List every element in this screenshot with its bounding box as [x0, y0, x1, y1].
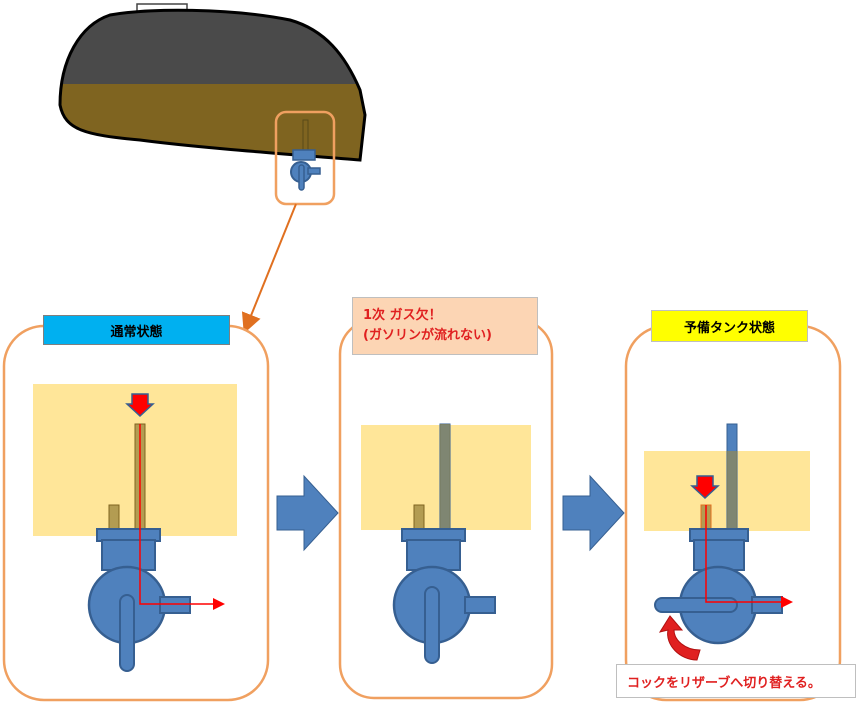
flow-in-arrow-normal	[125, 393, 155, 418]
panel-reserve	[624, 324, 842, 702]
panel-empty	[338, 318, 554, 700]
fuel-tank	[58, 3, 367, 206]
transition-arrow-1	[276, 474, 339, 552]
panel-empty-title-line2: (ガソリンが流れない)	[363, 328, 492, 343]
panel-empty-title-line1: 1次 ガス欠！	[363, 308, 442, 323]
flow-path-normal	[139, 424, 225, 610]
panel-normal	[2, 324, 270, 702]
flow-in-arrow-reserve	[690, 475, 720, 500]
lever-rotation-arrow	[658, 615, 701, 661]
transition-arrow-2	[562, 474, 625, 552]
panel-reserve-title-text: 予備タンク状態	[683, 320, 775, 336]
flow-path-reserve	[705, 505, 793, 608]
cock-lever-reserve	[654, 597, 738, 613]
cock-lever-normal	[119, 594, 135, 672]
panel-reserve-title: 予備タンク状態	[651, 310, 808, 342]
cock-lever-empty	[424, 586, 440, 664]
zoom-callout-arrow	[241, 203, 297, 334]
tank-fuel	[60, 84, 365, 160]
tank-cock-highlight	[274, 110, 336, 206]
panel-empty-title: 1次 ガス欠！ (ガソリンが流れない)	[352, 297, 538, 355]
switch-to-reserve-note: コックをリザーブへ切り替える。	[616, 664, 856, 698]
panel-normal-title-text: 通常状態	[110, 324, 163, 340]
panel-normal-title: 通常状態	[43, 315, 230, 345]
switch-to-reserve-note-text: コックをリザーブへ切り替える。	[627, 675, 821, 691]
